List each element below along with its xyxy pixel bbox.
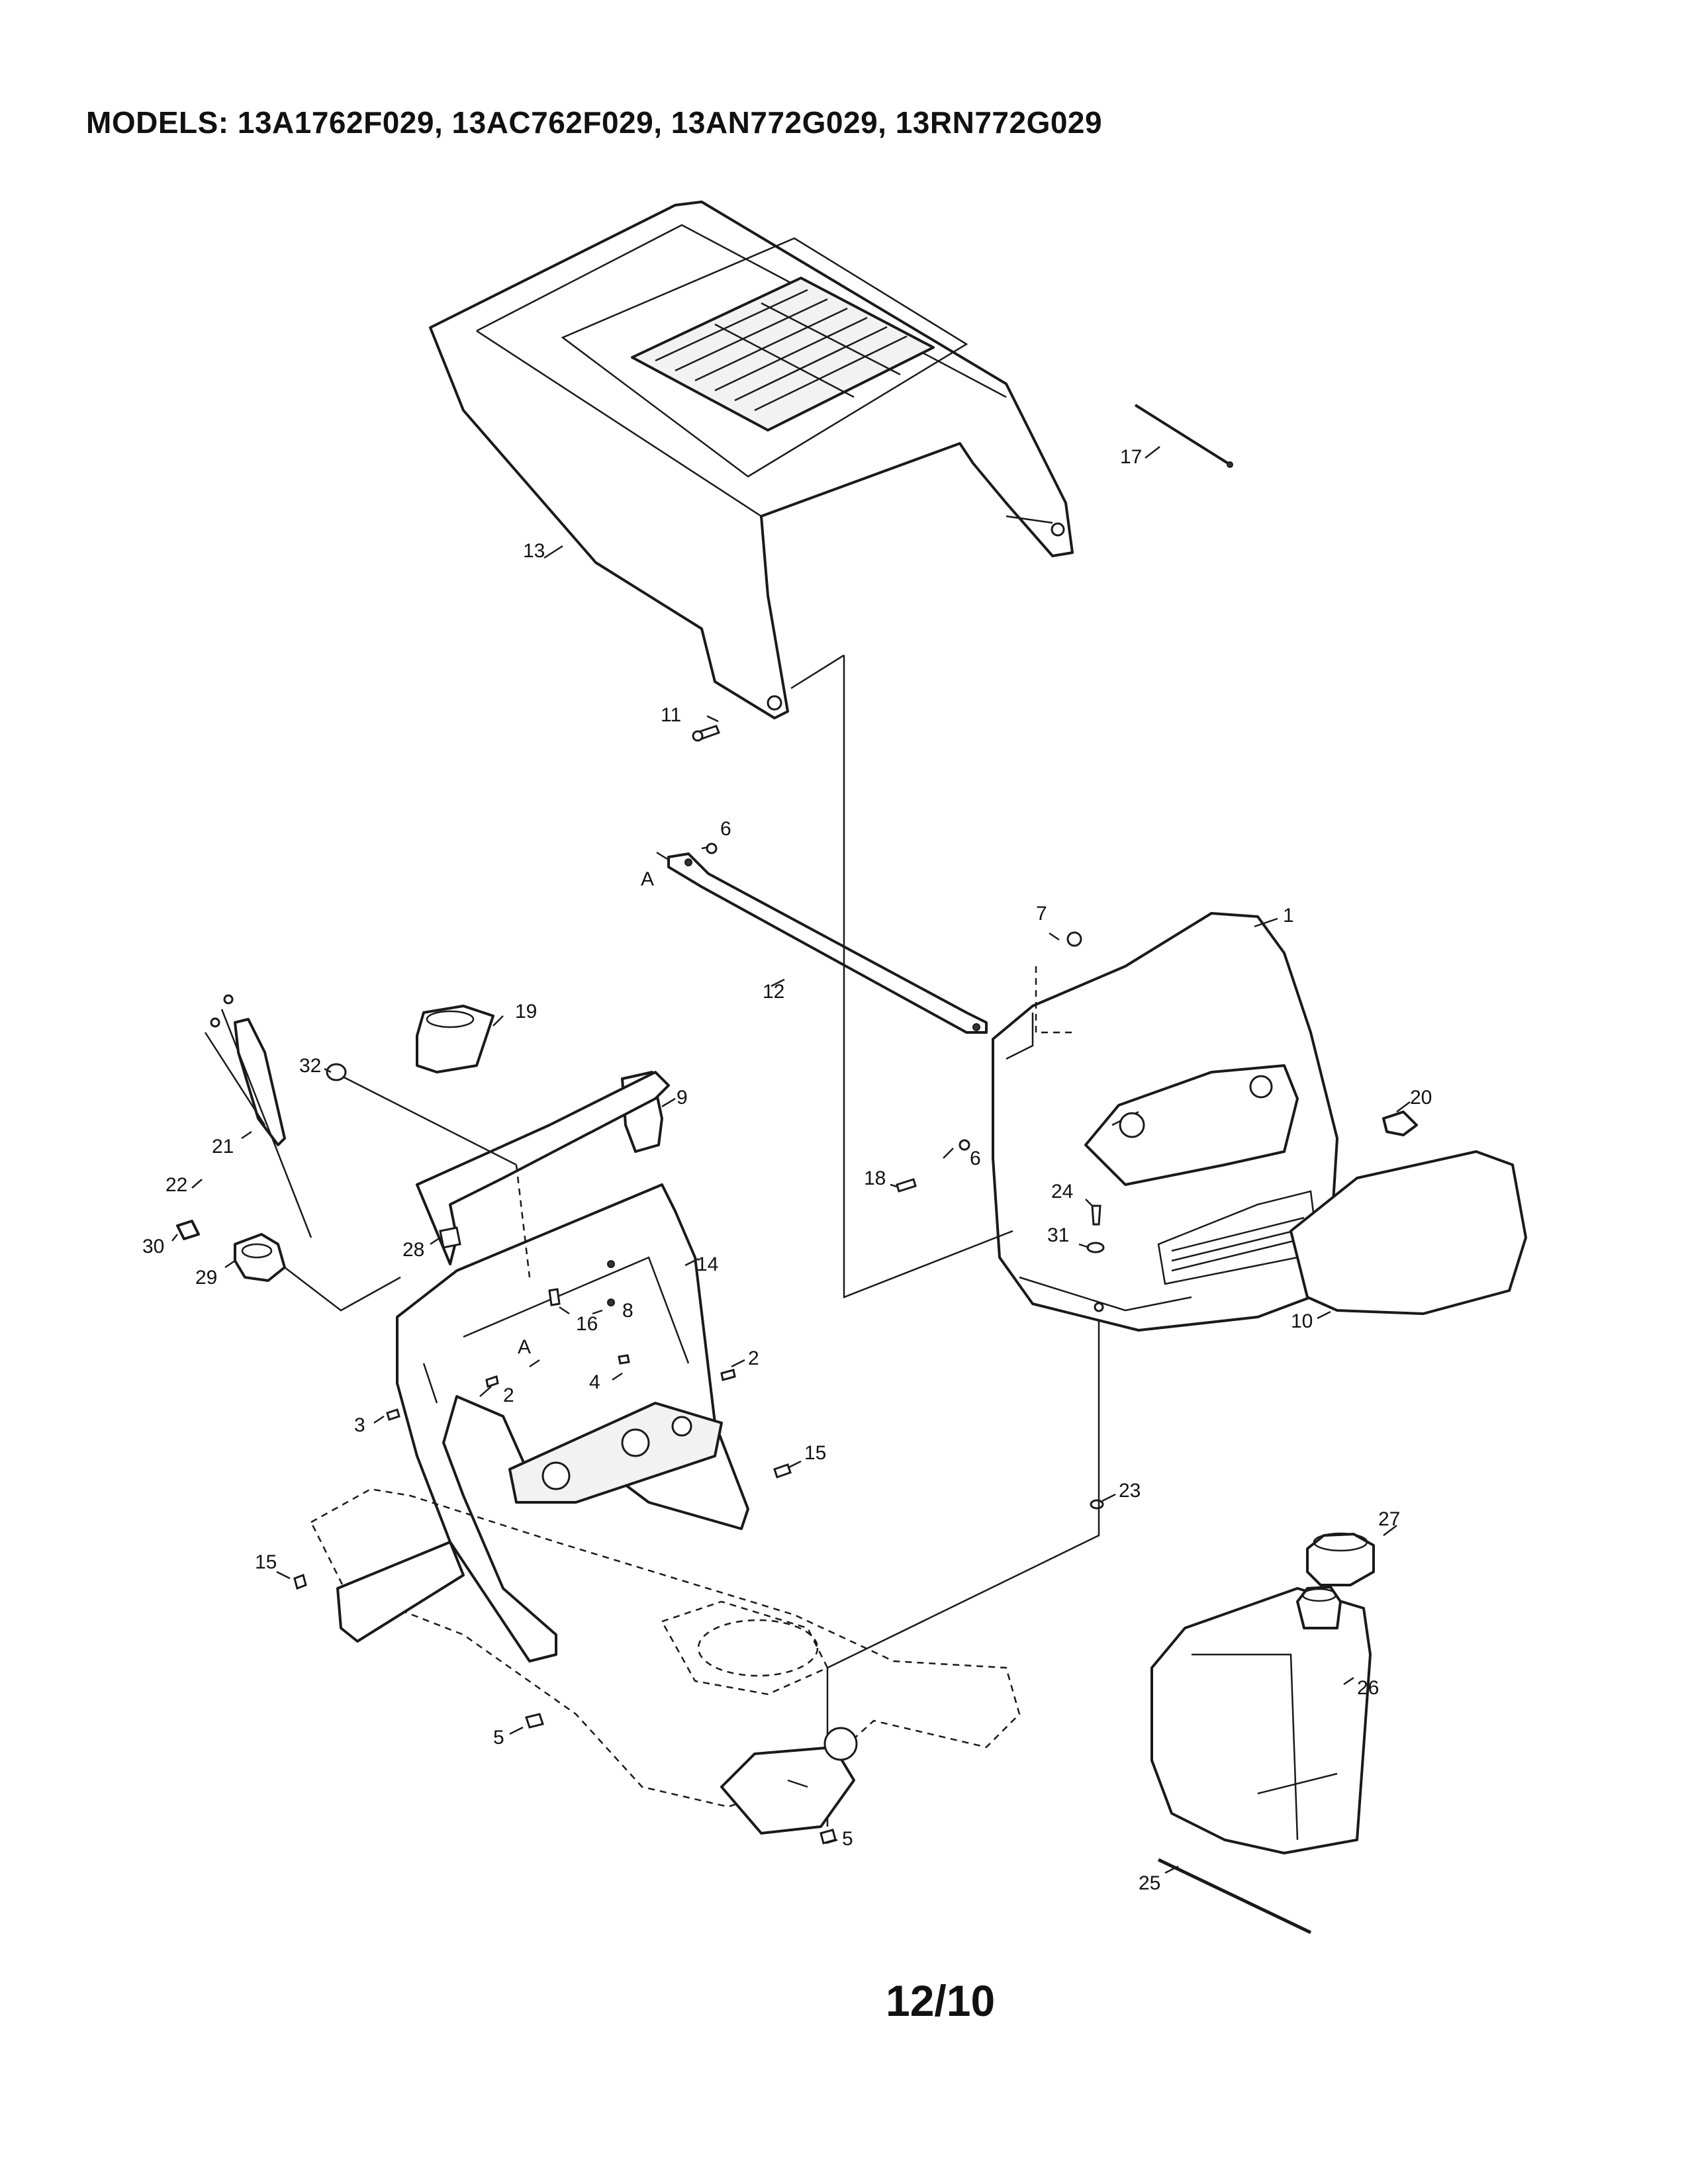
- callout-25: 25: [1139, 1872, 1160, 1894]
- callout-4: 4: [589, 1371, 600, 1393]
- callout-15a: 15: [804, 1442, 826, 1464]
- bolt-part-15b: [293, 1574, 307, 1590]
- strap-part-25: [1157, 1858, 1312, 1934]
- nut-part-6a: [706, 842, 718, 854]
- callout-3: 3: [354, 1414, 365, 1436]
- callout-14: 14: [696, 1253, 718, 1275]
- callout-13: 13: [523, 540, 545, 562]
- callout-2b: 2: [503, 1385, 514, 1406]
- callout-30: 30: [142, 1236, 164, 1257]
- callout-29: 29: [195, 1267, 217, 1289]
- knob-part-20: [1382, 1111, 1418, 1136]
- bolt-part-2a: [720, 1369, 736, 1381]
- callout-15b: 15: [255, 1551, 277, 1573]
- callout-27: 27: [1378, 1508, 1400, 1530]
- bolt-part-3: [386, 1408, 400, 1421]
- page-date-footer: 12/10: [886, 1976, 996, 2025]
- bolt-part-2b: [485, 1375, 499, 1388]
- callout-7: 7: [1036, 903, 1047, 925]
- callout-8: 8: [622, 1300, 633, 1322]
- callout-21: 21: [212, 1136, 234, 1158]
- callout-1: 1: [1283, 905, 1294, 927]
- chassis-frame: [310, 1488, 1021, 1835]
- callout-23: 23: [1119, 1480, 1141, 1502]
- callout-10: 10: [1291, 1310, 1313, 1332]
- callout-labels: 1 13 17 11 6 A 12 7 19 9 20 18 6 24 31 1…: [142, 446, 1432, 1894]
- switch-leader: [284, 1267, 401, 1312]
- wiring-part-21-22: [204, 994, 312, 1238]
- washer-part-31: [1086, 1242, 1105, 1253]
- assembly-line-1: [826, 1320, 1100, 1827]
- callout-18: 18: [864, 1167, 886, 1189]
- assembly-line-3: [790, 654, 845, 690]
- hood-part-13: [429, 201, 1074, 719]
- key-part-30: [176, 1220, 200, 1240]
- nut-part-6b: [959, 1139, 970, 1151]
- callout-9: 9: [677, 1087, 688, 1109]
- callout-5b: 5: [842, 1828, 853, 1850]
- callout-20: 20: [1410, 1087, 1432, 1109]
- callout-24: 24: [1051, 1181, 1073, 1203]
- callout-leaders: [171, 446, 1411, 1874]
- callout-17: 17: [1120, 446, 1142, 468]
- callout-6a: 6: [720, 818, 731, 840]
- support-bar-part-12: [667, 852, 988, 1034]
- bolt-part-15a: [773, 1463, 792, 1479]
- callout-31: 31: [1047, 1224, 1069, 1246]
- nut-part-5a: [525, 1713, 544, 1729]
- callout-28: 28: [402, 1239, 424, 1261]
- callout-16: 16: [576, 1313, 598, 1335]
- callout-refA2: A: [518, 1336, 531, 1358]
- callout-6b: 6: [970, 1148, 981, 1169]
- lens-part-10: [1289, 1150, 1527, 1315]
- bolt-part-16: [548, 1288, 561, 1306]
- callout-32: 32: [299, 1055, 321, 1077]
- tie-rod-part-17: [1134, 404, 1233, 468]
- callout-26: 26: [1357, 1677, 1379, 1699]
- clip-part-28: [439, 1226, 461, 1249]
- ignition-switch-part-29: [234, 1233, 286, 1282]
- grommet-leader: [344, 1076, 517, 1166]
- grommet-part-32: [326, 1063, 347, 1081]
- nut-part-4: [618, 1354, 630, 1365]
- models-header: MODELS: 13A1762F029, 13AC762F029, 13AN77…: [86, 105, 1103, 140]
- bolt-part-11: [692, 725, 720, 742]
- callout-19: 19: [515, 1001, 537, 1023]
- bolt-part-18: [896, 1178, 917, 1193]
- nut-part-7: [1066, 931, 1082, 947]
- fuel-tank-part-26: [1150, 1586, 1372, 1854]
- grille-housing-part-1: [992, 912, 1338, 1332]
- callout-5a: 5: [493, 1727, 504, 1749]
- grommet-part-23: [1090, 1499, 1104, 1510]
- callout-12: 12: [763, 981, 784, 1003]
- callout-refA1: A: [641, 868, 654, 890]
- fuel-cap-part-27: [1306, 1532, 1375, 1586]
- dash-tower-part-14: [396, 1071, 749, 1662]
- callout-11: 11: [661, 704, 681, 726]
- callout-2a: 2: [748, 1347, 759, 1369]
- callout-22: 22: [165, 1174, 187, 1196]
- screw-part-24: [1091, 1205, 1102, 1226]
- assembly-line-2: [843, 655, 1013, 1298]
- cover-part-19: [416, 1005, 494, 1073]
